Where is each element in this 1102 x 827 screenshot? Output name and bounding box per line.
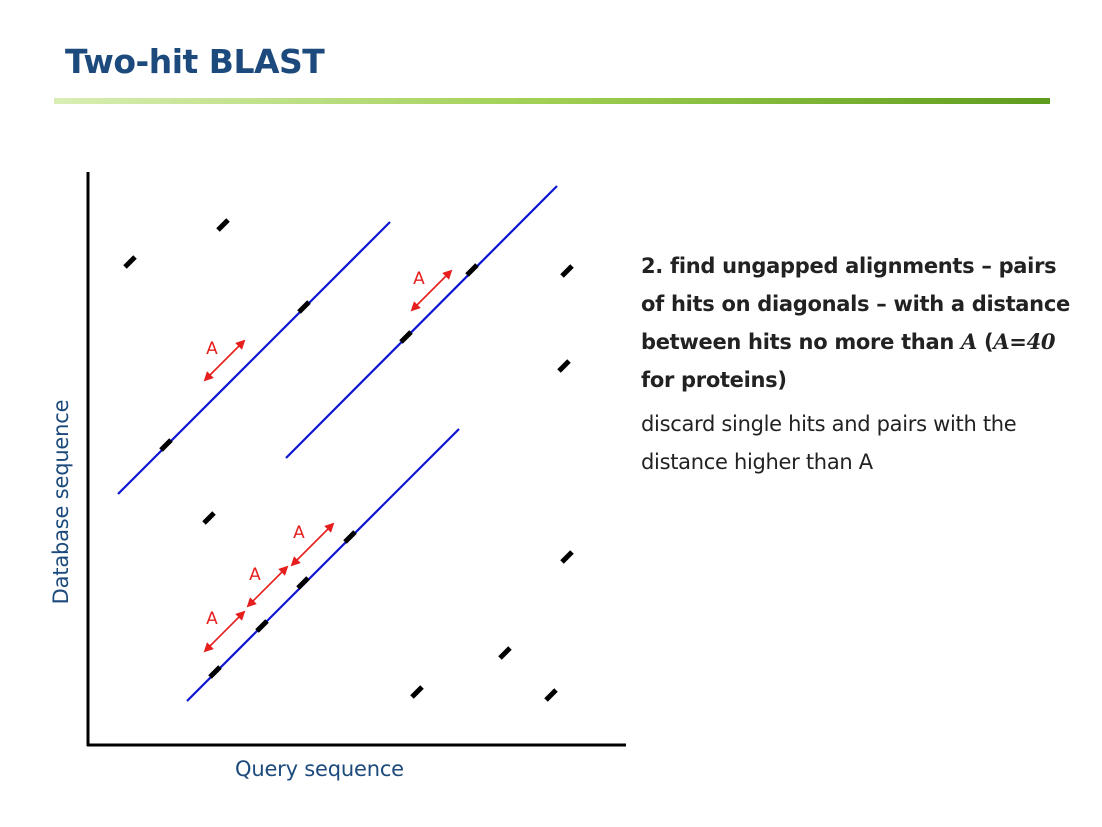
hit-mark [498,646,512,660]
distance-label: A [413,269,425,289]
note-variable: A [858,450,873,474]
distance-arrow [410,269,453,312]
distance-arrow [203,610,246,653]
axes [86,172,626,747]
hit-mark [557,359,571,373]
hit-mark [343,530,357,544]
title-rule [54,98,1050,104]
distance-label: A [293,523,305,543]
step-variable: A [961,329,977,354]
hit-mark [560,264,574,278]
discard-note: discard single hits and pairs with the d… [641,405,1081,481]
hit-mark [410,685,424,699]
hit-mark [159,438,173,452]
hit-mark [208,665,222,679]
distance-label: A [206,339,218,359]
slide-title: Two-hit BLAST [65,42,325,81]
step-text-part2: for proteins) [641,367,787,392]
hit-marks [123,218,574,702]
hit-mark [296,576,310,590]
hit-mark [255,619,269,633]
hit-mark [297,300,311,314]
diagonal-line [117,221,391,495]
hit-mark [560,550,574,564]
step-description: 2. find ungapped alignments – pairs of h… [641,248,1081,399]
hit-mark [123,255,137,269]
x-axis-label: Query sequence [235,757,404,781]
distance-arrow [203,339,246,382]
hit-mark [202,511,216,525]
step-text-part1: 2. find ungapped alignments – pairs of h… [641,254,1070,354]
hit-mark [399,330,413,344]
diagonal-line [285,185,558,459]
diagonal-lines [117,185,558,702]
step-parameter: A=40 [993,329,1056,354]
distance-label: A [206,609,218,629]
y-axis-label: Database sequence [49,399,73,605]
step-open-paren: ( [977,330,994,354]
distance-arrow [290,522,335,567]
diagonal-line [186,428,460,702]
hit-mark [216,218,230,232]
explanation-panel: 2. find ungapped alignments – pairs of h… [641,248,1081,481]
note-text-part1: discard single hits and pairs with the d… [641,412,1017,474]
distance-arrow [246,565,289,608]
distance-arrows: A A A A A [203,269,453,653]
hit-mark [465,263,479,277]
distance-label: A [249,565,261,585]
hit-mark [544,688,558,702]
